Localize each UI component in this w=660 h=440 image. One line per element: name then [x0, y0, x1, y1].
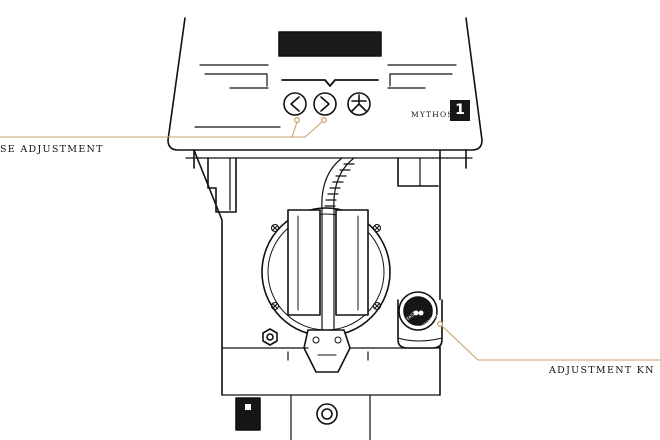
knob-text-a: FAST	[406, 310, 418, 322]
top-housing	[167, 17, 483, 151]
left-shoulder	[207, 157, 237, 213]
callout-label-right: ADJUSTMENT KN	[549, 365, 655, 376]
brand-name: MYTHOS	[411, 110, 454, 119]
callout-leader-left	[0, 121, 323, 138]
left-grip	[287, 209, 321, 316]
chevron-left-icon[interactable]	[283, 92, 307, 116]
display-screen	[278, 31, 382, 57]
fan-icon[interactable]	[347, 92, 371, 116]
power-switch-icon[interactable]	[235, 397, 261, 431]
callout-label-left: SE ADJUSTMENT	[0, 144, 104, 155]
main-body	[193, 149, 441, 396]
ribbed-hose	[321, 157, 355, 341]
chevron-right-icon[interactable]	[313, 92, 337, 116]
hex-bolt-icon	[262, 328, 278, 346]
callout-leader-right	[441, 325, 660, 361]
adjustment-knob[interactable]: FAST CHANGE	[397, 291, 443, 349]
decor-lines-left	[194, 64, 281, 128]
portafilter-ring-icon	[316, 403, 338, 425]
burr-housing	[261, 207, 391, 337]
decor-lines-right	[387, 64, 457, 89]
right-grip	[335, 209, 369, 316]
portafilter-holder	[290, 394, 371, 440]
chute	[303, 329, 351, 373]
chevron-accent	[281, 79, 379, 87]
housing-screws	[270, 223, 382, 311]
model-badge: 1	[450, 100, 470, 121]
right-shoulder	[397, 157, 439, 187]
